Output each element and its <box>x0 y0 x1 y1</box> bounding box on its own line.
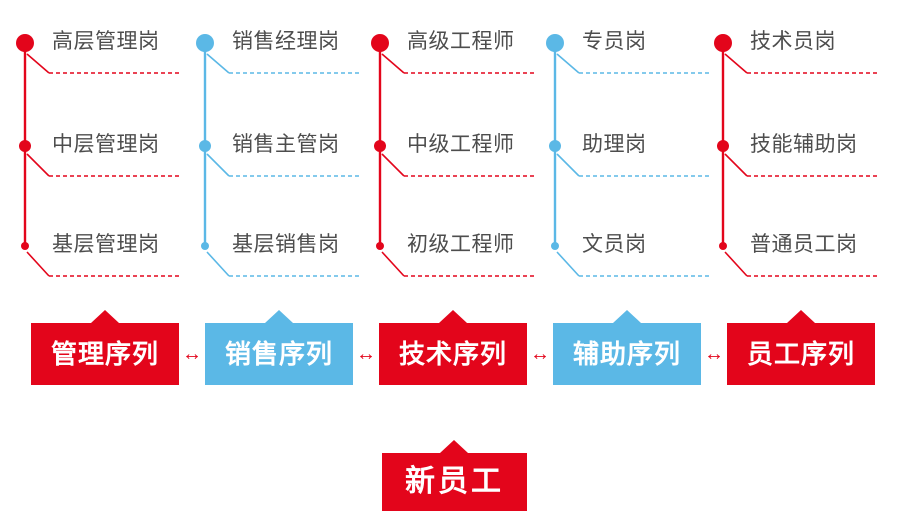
rung-label: 专员岗 <box>582 30 647 53</box>
rung-label: 初级工程师 <box>407 233 515 256</box>
rung-label: 中层管理岗 <box>52 133 160 156</box>
new-employee-node[interactable]: 新员工 <box>382 440 527 515</box>
track-connector-graphics-staff <box>714 34 878 277</box>
rung-leader-line <box>206 251 230 277</box>
rung-leader-line <box>724 153 748 177</box>
rung-leader-line <box>26 153 50 177</box>
rung-label: 文员岗 <box>582 233 647 256</box>
sequence-row: 管理序列 ↔ 销售序列 ↔ 技术序列 ↔ 辅助序列 ↔ 员工序列 <box>0 310 900 390</box>
rung-dot-middle[interactable] <box>199 140 211 152</box>
rung-leader-line <box>381 53 405 74</box>
rung-label: 技术员岗 <box>750 30 836 53</box>
career-track-technical: 高级工程师中级工程师初级工程师 <box>355 0 555 300</box>
new-employee-label: 新员工 <box>405 465 504 498</box>
career-track-management: 高层管理岗中层管理岗基层管理岗 <box>0 0 200 300</box>
rung-leader-line <box>26 251 50 277</box>
rung-label: 基层销售岗 <box>232 233 340 256</box>
career-track-staff: 技术员岗技能辅助岗普通员工岗 <box>698 0 898 300</box>
new-employee-box[interactable]: 新员工 <box>382 453 527 511</box>
rung-label: 销售经理岗 <box>232 30 340 53</box>
rung-dot-junior[interactable] <box>551 242 559 250</box>
rung-dot-junior[interactable] <box>376 242 384 250</box>
rung-leader-line <box>556 251 580 277</box>
rung-dot-middle[interactable] <box>549 140 561 152</box>
track-connector-graphics-sales <box>196 34 360 277</box>
rung-leader-line <box>206 53 230 74</box>
rung-dot-junior[interactable] <box>719 242 727 250</box>
rung-leader-line <box>724 251 748 277</box>
rung-label: 基层管理岗 <box>52 233 160 256</box>
sequence-label: 员工序列 <box>746 339 855 369</box>
rung-label: 普通员工岗 <box>750 233 858 256</box>
sequence-box[interactable]: 技术序列 <box>379 323 527 385</box>
sequence-label: 技术序列 <box>398 339 507 369</box>
track-connector-graphics-support <box>546 34 710 277</box>
rung-label: 高层管理岗 <box>52 30 160 53</box>
rung-label: 技能辅助岗 <box>750 133 858 156</box>
rung-dot-senior[interactable] <box>196 34 214 52</box>
rung-dot-junior[interactable] <box>21 242 29 250</box>
sequence-link-arrow: ↔ <box>356 343 376 365</box>
sequence-box[interactable]: 员工序列 <box>727 323 875 385</box>
rung-dot-middle[interactable] <box>717 140 729 152</box>
rung-leader-line <box>206 153 230 177</box>
sequence-box[interactable]: 辅助序列 <box>553 323 701 385</box>
rung-dot-senior[interactable] <box>714 34 732 52</box>
rung-leader-line <box>724 53 748 74</box>
sequence-arrow-tab <box>265 310 293 323</box>
rung-leader-line <box>381 251 405 277</box>
rung-leader-line <box>381 153 405 177</box>
rung-label: 销售主管岗 <box>232 133 340 156</box>
career-track-sales: 销售经理岗销售主管岗基层销售岗 <box>180 0 380 300</box>
track-connector-graphics-management <box>16 34 180 277</box>
sequence-arrow-tab <box>787 310 815 323</box>
rung-label: 中级工程师 <box>407 133 515 156</box>
rung-leader-line <box>556 53 580 74</box>
career-track-support: 专员岗助理岗文员岗 <box>530 0 730 300</box>
rung-dot-senior[interactable] <box>546 34 564 52</box>
sequence-link-arrow: ↔ <box>182 343 202 365</box>
sequence-label: 销售序列 <box>224 339 333 369</box>
rung-label: 助理岗 <box>582 133 647 156</box>
sequence-box[interactable]: 销售序列 <box>205 323 353 385</box>
rung-dot-middle[interactable] <box>374 140 386 152</box>
track-connector-graphics-technical <box>371 34 535 277</box>
rung-leader-line <box>556 153 580 177</box>
sequence-box[interactable]: 管理序列 <box>31 323 179 385</box>
sequence-arrow-tab <box>91 310 119 323</box>
rung-dot-junior[interactable] <box>201 242 209 250</box>
rung-leader-line <box>26 53 50 74</box>
sequence-arrow-tab <box>439 310 467 323</box>
rung-dot-senior[interactable] <box>371 34 389 52</box>
sequence-label: 管理序列 <box>50 339 159 369</box>
sequence-arrow-tab <box>613 310 641 323</box>
sequence-label: 辅助序列 <box>572 339 681 369</box>
sequence-link-arrow: ↔ <box>704 343 724 365</box>
sequence-link-arrow: ↔ <box>530 343 550 365</box>
rung-dot-senior[interactable] <box>16 34 34 52</box>
career-tracks-area: 高层管理岗中层管理岗基层管理岗销售经理岗销售主管岗基层销售岗高级工程师中级工程师… <box>0 0 898 300</box>
new-employee-arrow-tab <box>440 440 468 453</box>
rung-dot-middle[interactable] <box>19 140 31 152</box>
rung-label: 高级工程师 <box>407 30 515 53</box>
